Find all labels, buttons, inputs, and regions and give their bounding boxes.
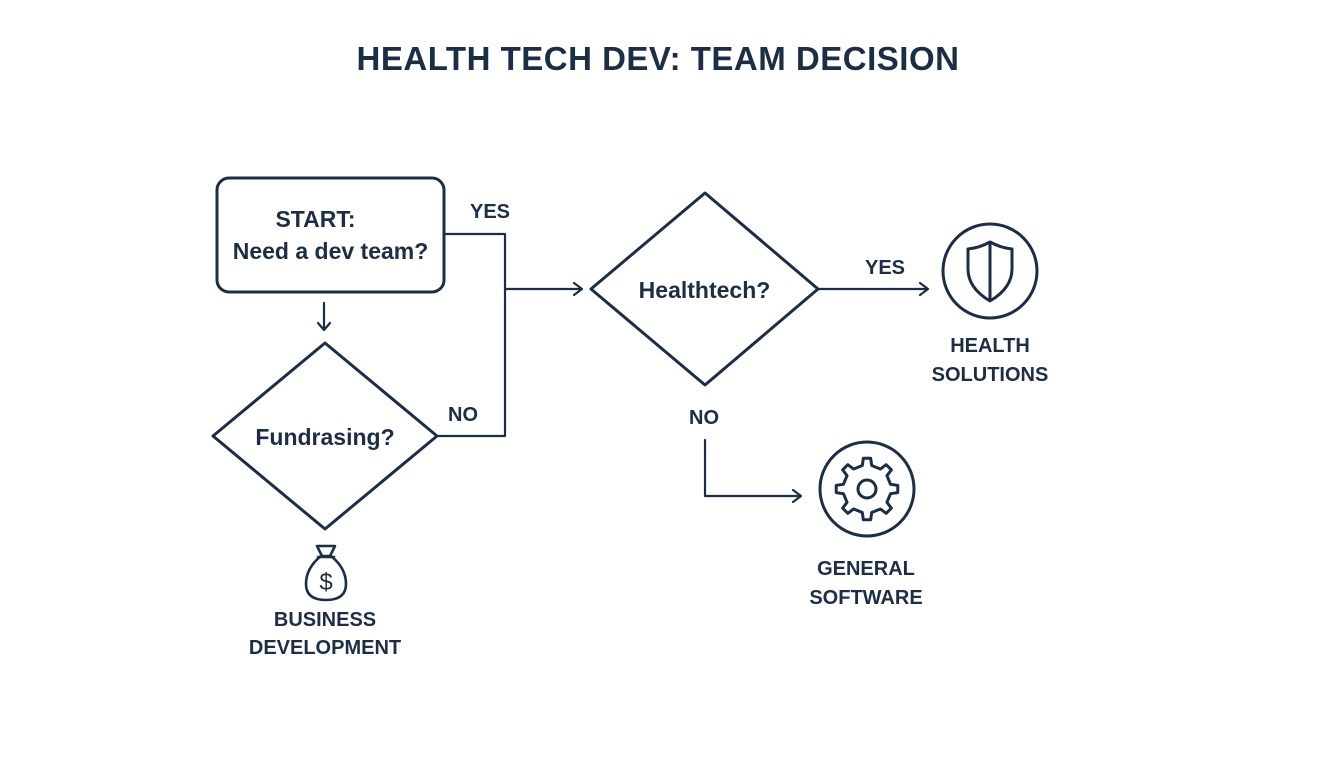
- page-title: HEALTH TECH DEV: TEAM DECISION: [356, 40, 960, 77]
- start-down-arrow: [316, 301, 332, 332]
- healthtech-yes-arrow: [816, 281, 930, 297]
- start-node-question: Need a dev team?: [232, 238, 429, 264]
- start-node-title: START:: [275, 206, 356, 232]
- money-bag-icon: $: [304, 544, 348, 602]
- healthtech-node-label: Healthtech?: [638, 277, 771, 303]
- gear-icon: [818, 440, 916, 538]
- fundraising-diamond: [211, 341, 439, 531]
- start-box: [215, 176, 446, 294]
- general-outcome-line2: SOFTWARE: [809, 587, 923, 609]
- shield-icon: [941, 222, 1039, 320]
- fundraising-node-label: Fundrasing?: [255, 424, 395, 450]
- general-outcome-line1: GENERAL: [817, 558, 915, 580]
- healthtech-diamond: [589, 191, 820, 387]
- health-outcome-line1: HEALTH: [950, 335, 1030, 357]
- svg-text:$: $: [319, 569, 332, 596]
- healthtech-no-label: NO: [689, 407, 719, 429]
- to-healthtech-arrow: [503, 281, 584, 297]
- business-outcome-line1: BUSINESS: [273, 609, 377, 631]
- business-outcome-line2: DEVELOPMENT: [248, 637, 402, 659]
- fundraising-no-label: NO: [448, 404, 478, 426]
- healthtech-no-arrow: [703, 438, 803, 504]
- start-yes-label: YES: [470, 201, 511, 223]
- start-yes-connector: [435, 232, 507, 438]
- healthtech-yes-label: YES: [865, 257, 906, 279]
- health-outcome-line2: SOLUTIONS: [931, 364, 1049, 386]
